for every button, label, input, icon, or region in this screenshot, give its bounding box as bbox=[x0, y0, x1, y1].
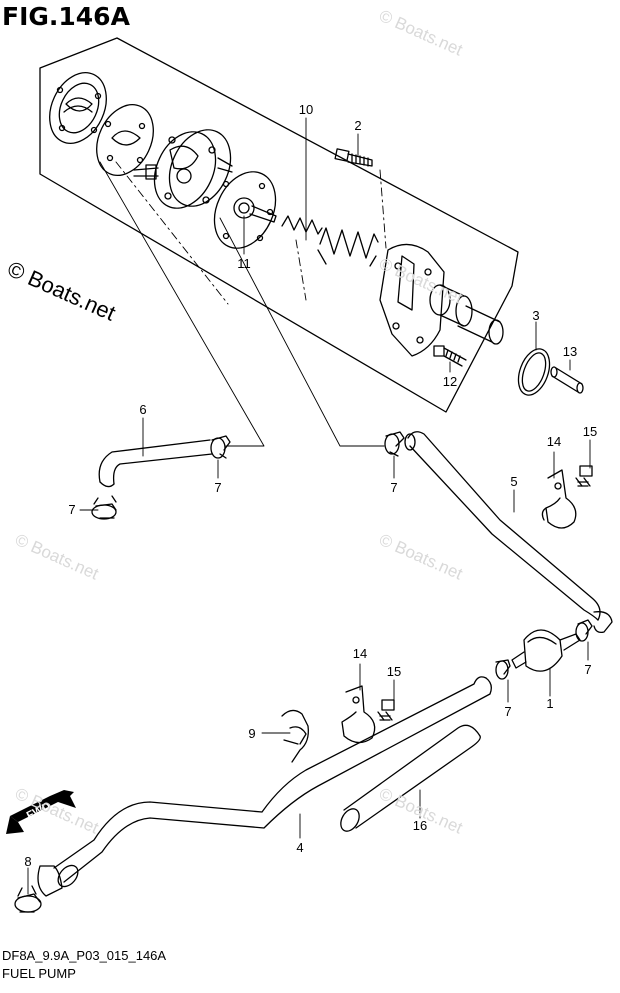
hose-4 bbox=[37, 676, 492, 897]
callout-11: 11 bbox=[237, 256, 251, 271]
callout-7: 7 bbox=[390, 480, 397, 495]
exploded-view-frame bbox=[39, 37, 519, 413]
hose-clip-8 bbox=[14, 885, 42, 913]
hose-clip bbox=[91, 495, 117, 520]
callout-9: 9 bbox=[248, 726, 255, 741]
callout-2: 2 bbox=[354, 118, 361, 133]
callout-7: 7 bbox=[504, 704, 511, 719]
callout-14: 14 bbox=[547, 434, 561, 449]
o-ring bbox=[517, 348, 551, 396]
hose-clip bbox=[210, 435, 231, 459]
callout-1: 1 bbox=[546, 696, 553, 711]
hose-16 bbox=[340, 724, 481, 832]
hose-clip-9 bbox=[281, 709, 309, 763]
pump-mounting-flange bbox=[379, 243, 504, 357]
callout-4: 4 bbox=[296, 840, 303, 855]
hose-clamp-bracket bbox=[341, 685, 376, 744]
bolt-15 bbox=[377, 699, 395, 721]
callout-15: 15 bbox=[583, 424, 597, 439]
callout-14: 14 bbox=[353, 646, 367, 661]
fwd-arrow bbox=[6, 790, 76, 834]
hose-clip bbox=[495, 659, 511, 680]
bolt-2 bbox=[334, 148, 373, 167]
bolt-12 bbox=[433, 345, 467, 367]
callout-7: 7 bbox=[214, 480, 221, 495]
diagram-name: FUEL PUMP bbox=[2, 966, 76, 981]
assembly-center-lines bbox=[115, 161, 387, 305]
callout-7: 7 bbox=[68, 502, 75, 517]
assembly-leader-lines bbox=[99, 161, 385, 447]
callout-5: 5 bbox=[510, 474, 517, 489]
diaphragm-assembly bbox=[213, 171, 277, 249]
pump-gasket bbox=[96, 104, 154, 176]
figure-title: FIG.146A bbox=[2, 2, 130, 31]
callout-7: 7 bbox=[584, 662, 591, 677]
callout-12: 12 bbox=[443, 374, 457, 389]
callout-leader-lines bbox=[27, 117, 591, 895]
hose-clamp-bracket bbox=[541, 469, 577, 529]
hose-clip bbox=[575, 619, 593, 642]
callout-16: 16 bbox=[413, 818, 427, 833]
pump-cover-plate bbox=[49, 72, 107, 144]
callout-13: 13 bbox=[563, 344, 577, 359]
callout-6: 6 bbox=[139, 402, 146, 417]
pin bbox=[550, 366, 584, 394]
hose-clip bbox=[384, 431, 405, 457]
hose-6 bbox=[98, 439, 213, 488]
callout-15: 15 bbox=[387, 664, 401, 679]
diagram-code: DF8A_9.9A_P03_015_146A bbox=[2, 948, 167, 963]
small-spring bbox=[281, 215, 323, 235]
callout-8: 8 bbox=[24, 854, 31, 869]
callout-10: 10 bbox=[299, 102, 313, 117]
bolt-15 bbox=[575, 465, 593, 487]
fuel-filter bbox=[511, 629, 581, 672]
pump-body bbox=[133, 129, 233, 209]
large-spring bbox=[317, 227, 379, 267]
hose-5 bbox=[404, 431, 613, 634]
callout-3: 3 bbox=[532, 308, 539, 323]
